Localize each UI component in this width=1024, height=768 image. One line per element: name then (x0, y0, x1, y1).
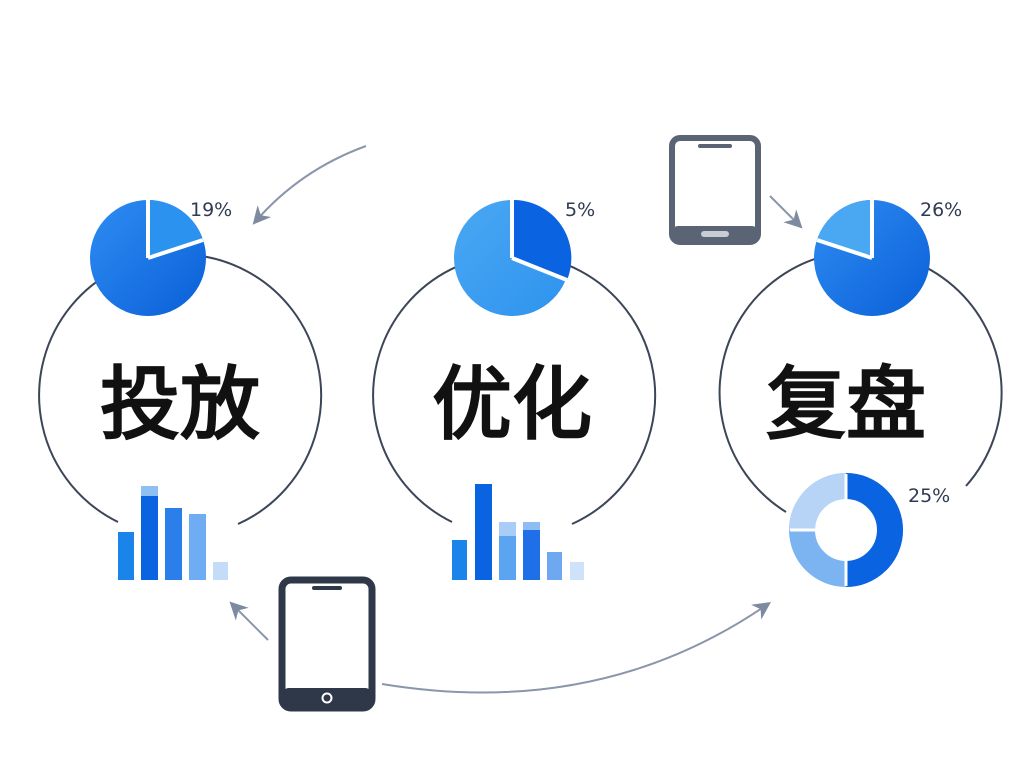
donut-chart (789, 473, 903, 587)
pie-percent-label: 19% (190, 199, 232, 221)
stage-label: 优化 (432, 358, 592, 451)
arrow-bottom-right (381, 601, 771, 694)
arrow-top-left (252, 145, 367, 225)
stage-label: 投放 (100, 358, 260, 451)
tablet-icon (278, 576, 376, 712)
pie-percent-label: 5% (565, 199, 595, 221)
tablet-icon (669, 135, 761, 245)
donut-percent-label: 25% (908, 485, 950, 507)
stage-optimize: 5% 优化 (372, 199, 657, 580)
stage-review: 26% 复盘 25% (718, 199, 1003, 587)
bar-chart (452, 484, 584, 580)
arrow-bottom-left (229, 601, 269, 641)
arrow-top-right (769, 195, 803, 229)
stage-label: 复盘 (766, 358, 926, 451)
pie-chart (90, 200, 206, 316)
pie-percent-label: 26% (920, 199, 962, 221)
bar-chart (118, 486, 228, 580)
stage-launch: 19% 投放 (38, 199, 323, 580)
pie-chart (454, 199, 572, 316)
pie-chart (814, 200, 930, 316)
